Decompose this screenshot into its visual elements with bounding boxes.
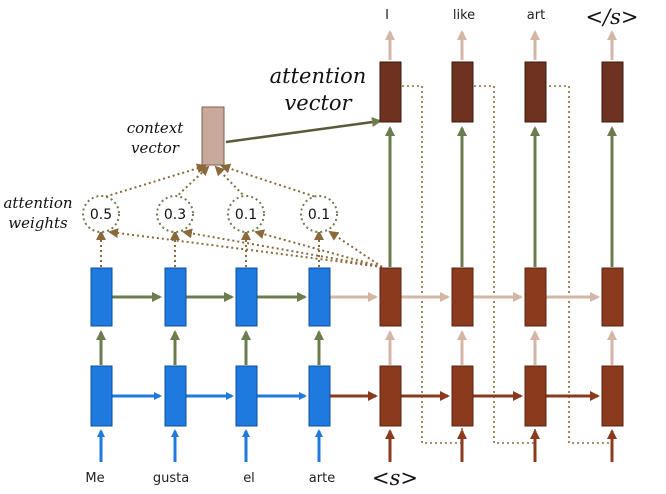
decoder-to-attention-arrows xyxy=(385,126,617,267)
inter-layer-arrows xyxy=(96,330,617,365)
attention-weight-circles: 0.5 0.3 0.1 0.1 xyxy=(82,195,338,233)
attention-weight-circle xyxy=(300,195,338,233)
context-vector-cell xyxy=(201,106,225,166)
context-vector-label-line2: vector xyxy=(131,139,180,157)
attention-weight-value: 0.5 xyxy=(90,207,112,223)
attention-vector-label-line1: attention xyxy=(270,64,367,88)
feedback-dotted-lines xyxy=(402,85,613,444)
attention-weight-value: 0.1 xyxy=(308,207,330,223)
encoder-bottom-cell xyxy=(164,365,187,427)
encoder-bottom-cell xyxy=(235,365,258,427)
attention-vector-cells xyxy=(379,61,624,123)
decoder-bottom-cell xyxy=(451,365,474,427)
source-word: el xyxy=(243,471,255,486)
encoder-cells xyxy=(90,267,331,427)
decoder-cells xyxy=(379,267,624,427)
attention-weight-value: 0.3 xyxy=(164,207,186,223)
attention-weight-circle xyxy=(227,195,265,233)
input-arrows xyxy=(97,429,617,462)
encoder-bottom-cell xyxy=(90,365,113,427)
context-to-attention-arrow xyxy=(225,117,382,144)
attention-weights-label-line1: attention xyxy=(3,194,72,212)
source-word: gusta xyxy=(153,471,189,486)
attention-weight-value: 0.1 xyxy=(235,207,257,223)
decoder-start-token: <s> xyxy=(372,466,418,490)
decoder-top-cell xyxy=(379,267,402,327)
attention-vector-label-line2: vector xyxy=(284,91,353,115)
encoder-top-cell xyxy=(308,267,331,327)
attention-weight-circle xyxy=(82,195,120,233)
output-end-token: </s> xyxy=(585,5,638,29)
encoder-top-cell xyxy=(90,267,113,327)
decoder-top-cell xyxy=(451,267,474,327)
source-word: Me xyxy=(85,471,104,486)
decoder-top-cell xyxy=(524,267,547,327)
decoder-bottom-cell xyxy=(601,365,624,427)
attention-weight-circle xyxy=(156,195,194,233)
attention-vector-cell xyxy=(601,61,624,123)
context-vector-label-line1: context xyxy=(127,119,184,137)
attention-vector-cell xyxy=(524,61,547,123)
attention-vector-cell xyxy=(451,61,474,123)
encoder-top-cell xyxy=(164,267,187,327)
attention-weights-label-line2: weights xyxy=(8,214,68,232)
output-word: like xyxy=(453,8,475,23)
attention-vector-cell xyxy=(379,61,402,123)
decoder-top-cell xyxy=(601,267,624,327)
decoder-bottom-cell xyxy=(524,365,547,427)
output-word: art xyxy=(527,8,545,23)
output-word: I xyxy=(385,8,389,23)
encoder-bottom-cell xyxy=(308,365,331,427)
output-arrows xyxy=(385,30,617,60)
source-word: arte xyxy=(309,471,335,486)
decoder-bottom-cell xyxy=(379,365,402,427)
encoder-top-cell xyxy=(235,267,258,327)
attention-dotted-lines xyxy=(96,163,383,268)
